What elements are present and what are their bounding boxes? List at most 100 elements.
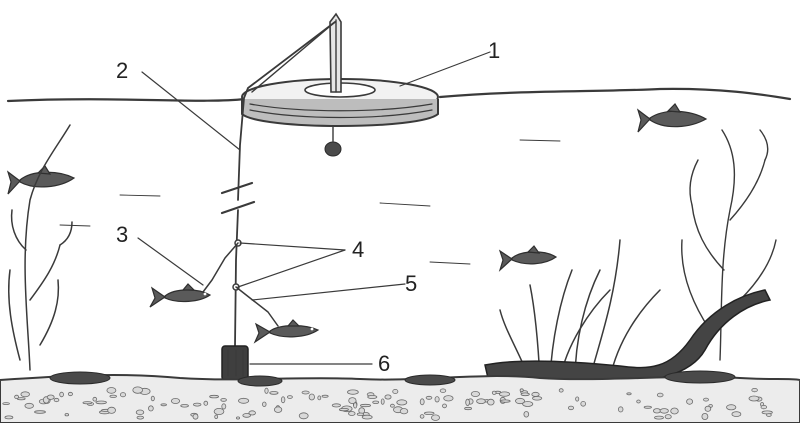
callout-3: 3 <box>116 222 128 247</box>
pebble <box>136 415 144 420</box>
pebble <box>214 414 219 419</box>
pebble <box>423 411 435 415</box>
pebble <box>361 414 373 420</box>
pebble <box>20 391 30 398</box>
pebble <box>331 403 341 408</box>
pebble <box>760 404 767 410</box>
pebble <box>264 387 269 394</box>
pebble <box>731 411 742 417</box>
pebble <box>160 403 167 407</box>
pebble <box>431 414 440 421</box>
plant-right <box>681 129 777 361</box>
pebble <box>575 396 580 402</box>
pebble <box>24 402 34 409</box>
pebble <box>726 404 737 411</box>
pebble <box>654 415 664 420</box>
pebble <box>273 406 283 413</box>
pebble <box>522 401 534 407</box>
pebble <box>359 403 371 408</box>
pebble <box>701 412 709 420</box>
pebble <box>280 396 286 404</box>
callout-leaders <box>137 51 491 365</box>
line-break-mark-2 <box>220 200 256 215</box>
pebble <box>338 407 349 412</box>
fish-top-right <box>636 103 708 133</box>
pebble <box>531 391 540 397</box>
water-surface <box>6 87 792 103</box>
pebble <box>399 408 409 415</box>
pebble <box>464 406 473 411</box>
pebble <box>109 394 117 398</box>
pebble <box>107 406 116 414</box>
callout-2: 2 <box>116 58 128 83</box>
sunken-log <box>484 289 772 383</box>
pebble <box>761 410 773 415</box>
disc-weight <box>324 141 342 157</box>
pebble <box>703 397 709 402</box>
pebble <box>520 392 530 397</box>
sinker-weight <box>221 345 249 381</box>
pebble <box>242 413 252 418</box>
pebble <box>353 402 358 409</box>
pebble <box>626 392 632 396</box>
pebble <box>439 388 447 393</box>
fish-center <box>498 245 558 272</box>
pebble <box>384 394 392 400</box>
pebble <box>499 399 511 403</box>
pebble <box>192 413 199 420</box>
pebble <box>704 405 712 412</box>
pebble <box>348 411 356 416</box>
pebble <box>209 394 220 399</box>
pebble <box>92 396 98 402</box>
leader-line-lower <box>235 286 279 327</box>
pebble <box>59 391 64 398</box>
pebble <box>34 410 46 414</box>
pebble <box>523 411 530 418</box>
plant-left <box>7 124 73 371</box>
pebble <box>221 403 227 410</box>
pebble <box>419 398 425 406</box>
pebble <box>498 391 510 397</box>
pebble <box>238 397 250 404</box>
pebble <box>220 398 227 402</box>
water-ripples <box>59 139 561 265</box>
line-break-mark <box>220 181 254 195</box>
callout-1: 1 <box>488 38 500 63</box>
pebble <box>120 392 127 398</box>
pebble <box>106 387 117 394</box>
pebble <box>180 404 189 408</box>
pebble <box>372 400 380 404</box>
pebble <box>148 405 154 412</box>
bait-fish-left <box>149 283 212 308</box>
pebbles <box>2 386 773 421</box>
pebble <box>434 396 440 403</box>
pebble <box>67 391 73 397</box>
pebble <box>95 400 107 405</box>
pebble <box>170 397 181 404</box>
pebble <box>670 407 679 415</box>
pebble <box>248 410 256 416</box>
pebble <box>46 394 55 400</box>
main-line-upper <box>237 21 336 201</box>
pebble <box>442 403 447 409</box>
pebble <box>203 400 209 406</box>
pebble <box>301 390 310 395</box>
callout-6: 6 <box>378 351 390 376</box>
pebble <box>487 398 495 406</box>
pebble <box>425 395 433 400</box>
bait-fish-right <box>253 319 320 344</box>
pebble <box>519 388 524 393</box>
pebble <box>14 394 20 399</box>
pebble <box>269 391 279 395</box>
pebble <box>317 395 322 401</box>
pebble <box>367 394 378 399</box>
pebble <box>298 412 309 420</box>
pebble <box>321 394 329 398</box>
callout-5: 5 <box>405 271 417 296</box>
main-line-lower <box>234 209 239 347</box>
pebble <box>643 405 652 409</box>
pebble <box>748 395 760 402</box>
float-mast <box>329 12 342 93</box>
float-disc <box>241 78 439 127</box>
